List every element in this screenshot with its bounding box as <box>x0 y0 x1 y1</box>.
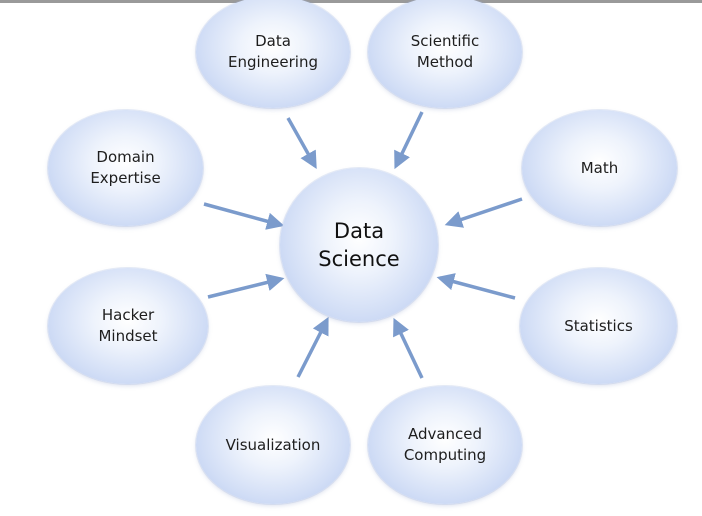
node-label: Hacker Mindset <box>98 306 158 345</box>
arrow-domain-expertise <box>203 202 285 230</box>
node-statistics: Statistics <box>520 268 677 384</box>
arrow-statistics <box>436 273 516 300</box>
node-label: Scientific Method <box>410 32 480 71</box>
node-visualization: Visualization <box>196 386 350 504</box>
node-domain-expertise: Domain Expertise <box>48 110 203 226</box>
arrow-math <box>444 197 523 228</box>
node-scientific-method: Scientific Method <box>368 0 522 108</box>
node-label: Data Engineering <box>228 32 318 71</box>
node-hacker-mindset: Hacker Mindset <box>48 268 208 384</box>
node-label: Advanced Computing <box>403 425 487 464</box>
arrow-advanced-computing <box>393 317 424 379</box>
node-label: Statistics <box>564 316 633 335</box>
arrow-scientific-method <box>394 111 424 170</box>
center-label: Data Science <box>318 219 400 271</box>
node-label: Math <box>580 158 619 177</box>
top-border <box>0 0 702 3</box>
node-label: Domain Expertise <box>90 148 161 187</box>
node-data-engineering: Data Engineering <box>196 0 350 108</box>
arrow-hacker-mindset <box>207 273 285 299</box>
node-label: Visualization <box>225 435 321 454</box>
node-math: Math <box>522 110 677 226</box>
arrow-data-engineering <box>286 117 317 170</box>
node-data-science: Data Science <box>280 168 438 322</box>
node-advanced-computing: Advanced Computing <box>368 386 522 504</box>
arrow-visualization <box>296 316 329 378</box>
